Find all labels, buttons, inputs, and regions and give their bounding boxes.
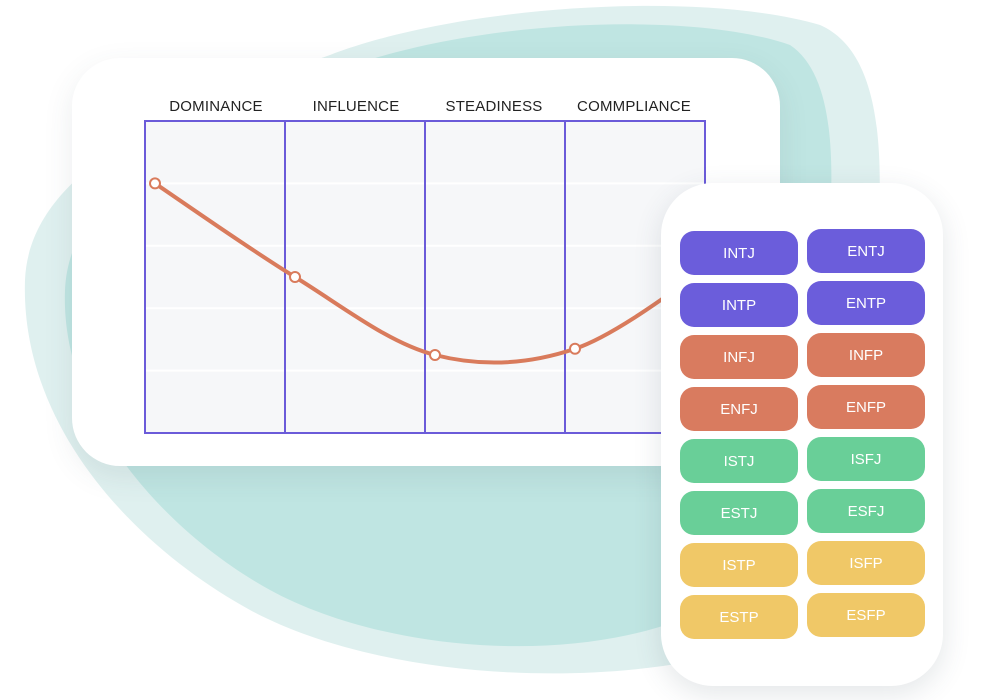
- type-pill-estj[interactable]: ESTJ: [680, 491, 798, 535]
- type-pill-estp[interactable]: ESTP: [680, 595, 798, 639]
- column-label-influence: INFLUENCE: [312, 98, 400, 115]
- type-pill-isfj[interactable]: ISFJ: [807, 437, 925, 481]
- type-pill-infp[interactable]: INFP: [807, 333, 925, 377]
- type-pill-entj[interactable]: ENTJ: [807, 229, 925, 273]
- type-pill-infj[interactable]: INFJ: [680, 335, 798, 379]
- column-label-dominance: DOMINANCE: [169, 98, 263, 115]
- type-pill-isfp[interactable]: ISFP: [807, 541, 925, 585]
- type-pill-istp[interactable]: ISTP: [680, 543, 798, 587]
- data-point: [149, 177, 161, 190]
- data-point: [289, 271, 301, 283]
- data-point: [429, 349, 441, 361]
- type-pill-intp[interactable]: INTP: [680, 283, 798, 327]
- type-pill-entp[interactable]: ENTP: [807, 281, 925, 325]
- type-pill-esfj[interactable]: ESFJ: [807, 489, 925, 533]
- column-label-steadiness: STEADINESS: [445, 98, 543, 115]
- data-point: [569, 342, 581, 355]
- type-pill-esfp[interactable]: ESFP: [807, 593, 925, 637]
- type-pill-enfj[interactable]: ENFJ: [680, 387, 798, 431]
- type-pill-enfp[interactable]: ENFP: [807, 385, 925, 429]
- type-pill-intj[interactable]: INTJ: [680, 231, 798, 275]
- column-label-compliance: COMMPLIANCE: [577, 98, 691, 115]
- type-pill-istj[interactable]: ISTJ: [680, 439, 798, 483]
